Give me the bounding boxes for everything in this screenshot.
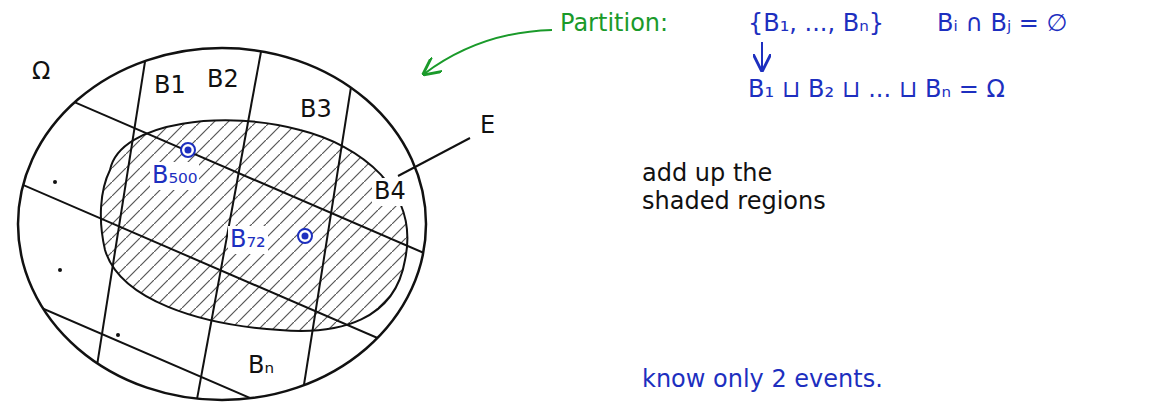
block-name: B₅₀₀ <box>150 162 199 190</box>
block-name: B4 <box>372 178 408 206</box>
handwritten-note: know only 2 events. <box>640 366 885 394</box>
set-notation: B₁ ⊔ B₂ ⊔ ... ⊔ Bₙ = Ω <box>746 76 1007 104</box>
block-name: B1 <box>152 72 188 100</box>
set-notation: Bᵢ ∩ Bⱼ = ∅ <box>935 10 1070 38</box>
set-notation: {B₁, ..., Bₙ} <box>746 10 886 38</box>
event-name: E <box>478 112 497 140</box>
ellipsis-dots <box>53 180 120 337</box>
block-name: B2 <box>205 66 241 94</box>
implies-arrow <box>761 42 763 70</box>
block-name: B3 <box>298 96 334 124</box>
block-name: Bₙ <box>246 352 276 380</box>
sample-space-outline <box>18 48 426 400</box>
handwritten-note: add up the shaded regions <box>640 160 834 215</box>
pointer-arrow <box>424 30 552 74</box>
partition-grid <box>0 30 440 404</box>
heading-note: Partition: <box>558 10 670 38</box>
block-name: B₇₂ <box>228 226 268 254</box>
sample-space-name: Ω <box>30 58 52 86</box>
leader-line <box>398 138 470 176</box>
